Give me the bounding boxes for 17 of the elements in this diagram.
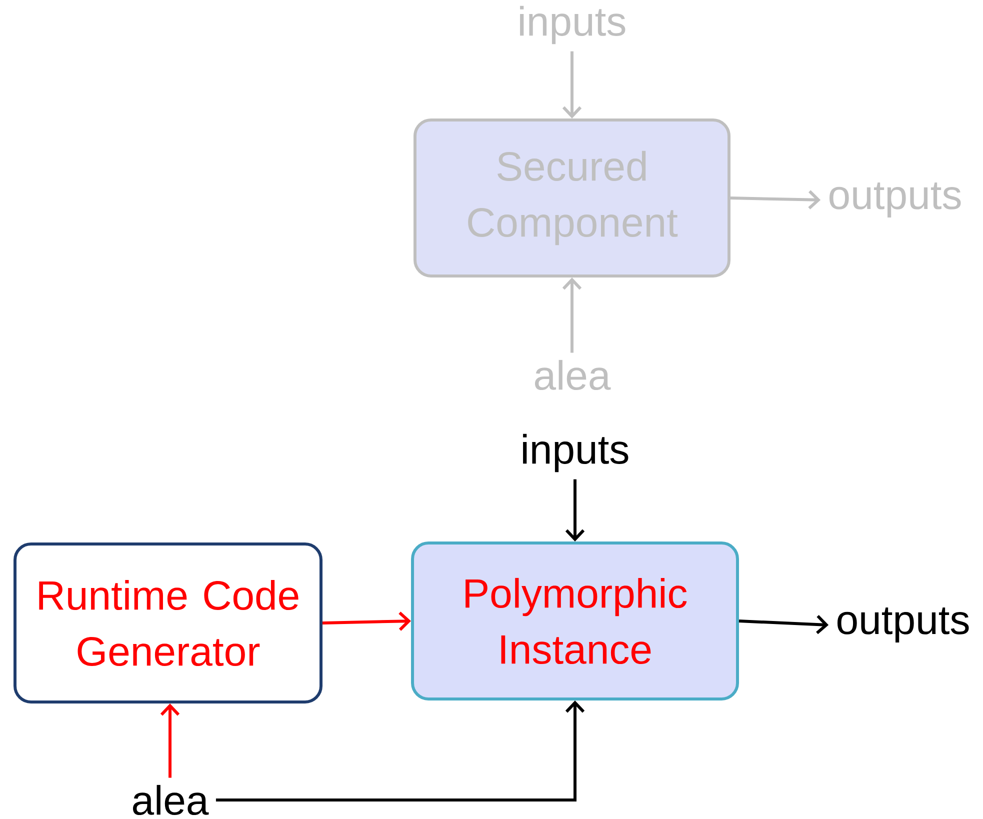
arrow xyxy=(738,614,829,634)
alea-label: alea xyxy=(535,360,611,390)
arrow xyxy=(216,700,585,802)
component-box: Secured Component xyxy=(414,118,730,278)
arrow xyxy=(730,190,821,210)
output-label: outputs xyxy=(837,608,969,642)
alea-label: alea xyxy=(133,784,209,816)
instance-box: Polymorphic Instance xyxy=(411,542,739,700)
arrow xyxy=(565,479,585,542)
output-label: outputs xyxy=(829,182,961,218)
input-label: inputs xyxy=(523,434,628,472)
arrow xyxy=(322,612,411,631)
arrow xyxy=(562,278,582,353)
arrow xyxy=(160,704,180,778)
generator-box: Runtime Code Generator xyxy=(14,542,322,704)
arrow xyxy=(562,51,582,118)
input-label: inputs xyxy=(520,6,626,44)
